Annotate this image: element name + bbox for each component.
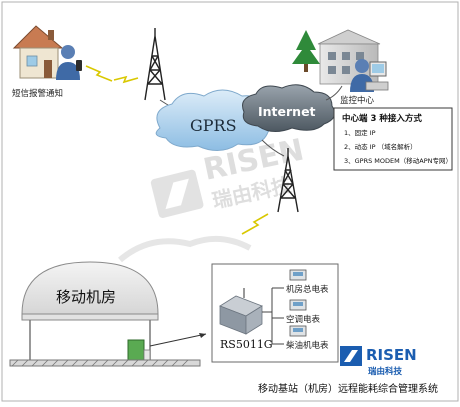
meter-label: 机房总电表 bbox=[286, 284, 329, 295]
machine-room bbox=[21, 261, 159, 360]
gprs-label: GPRS bbox=[190, 116, 237, 135]
machine-room-label: 移动机房 bbox=[56, 288, 116, 306]
operator-icon bbox=[350, 59, 389, 92]
wireless-link bbox=[241, 213, 269, 235]
internet-cloud bbox=[242, 84, 336, 132]
house-icon bbox=[12, 25, 64, 79]
tree-icon bbox=[292, 30, 320, 72]
access-item: 1、固定 IP bbox=[344, 128, 376, 137]
ground bbox=[9, 359, 201, 367]
access-methods-box: 中心端 3 种接入方式 1、固定 IP 2、动态 IP （域名解析） 3、GPR… bbox=[333, 107, 453, 171]
wireless-link bbox=[113, 75, 139, 84]
meter-label: 柴油机电表 bbox=[286, 340, 329, 351]
tower-icon bbox=[144, 28, 166, 101]
device-label: RS5011G bbox=[220, 338, 273, 351]
cable bbox=[261, 139, 285, 157]
tower-icon bbox=[277, 148, 299, 213]
connection-arrow bbox=[149, 333, 207, 347]
internet-label: Internet bbox=[258, 104, 316, 119]
access-item: 3、GPRS MODEM（移动APN专网） bbox=[344, 156, 452, 165]
meter-icon bbox=[289, 325, 307, 337]
rs5011g-device-icon bbox=[219, 288, 263, 335]
monitor-center-label: 监控中心 bbox=[340, 95, 375, 106]
access-item: 2、动态 IP （域名解析） bbox=[344, 142, 417, 151]
caption: 移动基站（机房）远程能耗综合管理系统 bbox=[258, 382, 438, 395]
meter-label: 空调电表 bbox=[286, 314, 321, 325]
access-box-title: 中心端 3 种接入方式 bbox=[342, 113, 422, 124]
user-phone-icon bbox=[56, 45, 82, 80]
landscape bbox=[118, 235, 252, 263]
cable bbox=[325, 85, 343, 101]
risen-logo: RISEN 瑞由科技 bbox=[340, 346, 417, 377]
meter-icon bbox=[289, 269, 307, 281]
logo-cn: 瑞由科技 bbox=[368, 366, 403, 377]
meter-connections bbox=[262, 287, 284, 345]
arrow-head-icon bbox=[199, 333, 206, 338]
logo-en: RISEN bbox=[366, 346, 417, 364]
sms-alarm-label: 短信报警通知 bbox=[12, 88, 63, 99]
wireless-link bbox=[85, 65, 113, 82]
meter-icon bbox=[289, 299, 307, 311]
